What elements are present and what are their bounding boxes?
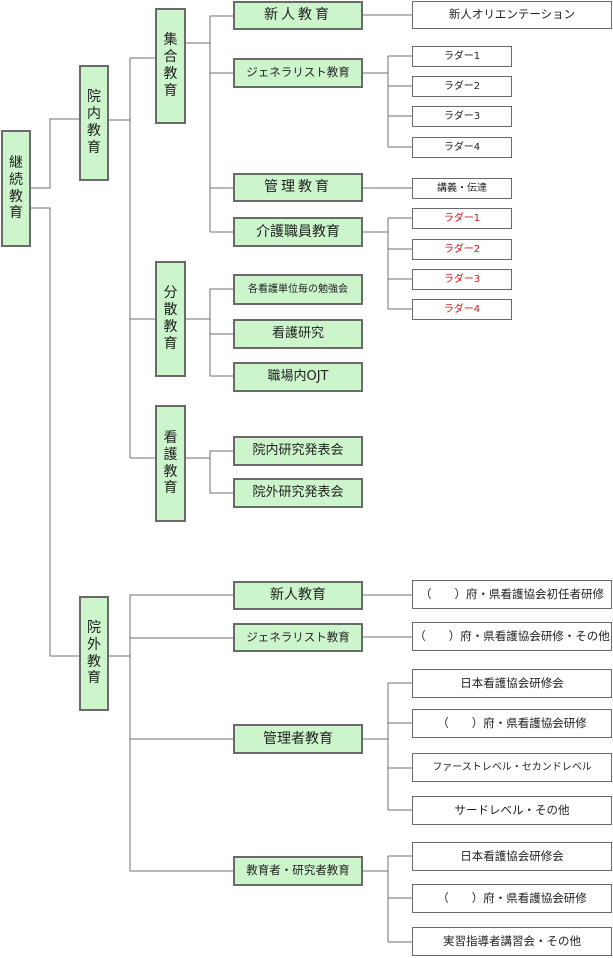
in-hospital-node: 院内教育	[79, 65, 109, 181]
new-staff-education-node: 新人教育	[233, 1, 363, 30]
care-ladder-3: ラダー3	[412, 269, 512, 290]
care-ladder-4: ラダー4	[412, 299, 512, 320]
educator-prefecture-training-node: （ ）府・県看護協会研修	[412, 884, 612, 913]
outside-new-staff-node: 新人教育	[233, 581, 363, 610]
lecture-transmission-node: 講義・伝達	[412, 178, 512, 199]
care-ladder-2: ラダー2	[412, 239, 512, 260]
outside-generalist-node: ジェネラリスト教育	[233, 623, 363, 652]
nursing-education-node: 看護教育	[155, 405, 186, 522]
outside-educator-node: 教育者・研究者教育	[233, 856, 363, 886]
manager-jna-training-node: 日本看護協会研修会	[412, 669, 612, 698]
third-level-other-node: サードレベル・その他	[412, 796, 612, 825]
prefecture-initial-training-node: （ ）府・県看護協会初任者研修	[412, 580, 612, 609]
root-node: 継続教育	[1, 130, 31, 247]
generalist-ladder-1: ラダー1	[412, 46, 512, 67]
generalist-ladder-3: ラダー3	[412, 106, 512, 127]
management-education-node: 管理教育	[233, 173, 363, 202]
new-staff-orientation-node: 新人オリエンテーション	[412, 1, 612, 29]
outside-node: 院外教育	[79, 596, 109, 711]
generalist-ladder-2: ラダー2	[412, 76, 512, 97]
generalist-education-node: ジェネラリスト教育	[233, 58, 363, 88]
practicum-instructor-course-node: 実習指導者講習会・その他	[412, 927, 612, 956]
educator-jna-training-node: 日本看護協会研修会	[412, 842, 612, 871]
generalist-ladder-4: ラダー4	[412, 137, 512, 158]
distributed-training-node: 分散教育	[155, 261, 186, 377]
outside-manager-node: 管理者教育	[233, 724, 363, 754]
ward-study-session-node: 各看護単位毎の勉強会	[233, 274, 363, 305]
in-hospital-research-presentation-node: 院内研究発表会	[233, 436, 363, 466]
prefecture-training-other-node: （ ）府・県看護協会研修・その他	[412, 622, 612, 651]
group-training-node: 集合教育	[155, 8, 186, 124]
workplace-ojt-node: 職場内OJT	[233, 362, 363, 392]
care-worker-education-node: 介護職員教育	[233, 217, 363, 247]
nursing-research-node: 看護研究	[233, 319, 363, 349]
manager-prefecture-training-node: （ ）府・県看護協会研修	[412, 709, 612, 738]
care-ladder-1: ラダー1	[412, 208, 512, 229]
outside-research-presentation-node: 院外研究発表会	[233, 478, 363, 508]
first-second-level-node: ファーストレベル・セカンドレベル	[412, 753, 612, 782]
